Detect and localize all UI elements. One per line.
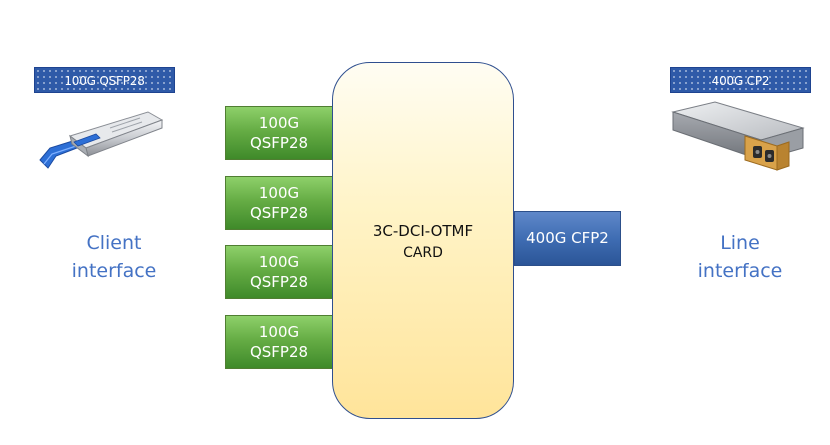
client-port-1: 100G QSFP28	[225, 106, 333, 160]
client-port-4-rate: 100G	[258, 323, 300, 341]
client-port-4: 100G QSFP28	[225, 315, 333, 369]
client-port-3-rate: 100G	[258, 253, 300, 271]
client-port-1-type: QSFP28	[249, 134, 309, 152]
client-interface-label-line1: Client	[86, 232, 142, 254]
qsfp28-transceiver-image	[39, 111, 164, 169]
client-port-4-type: QSFP28	[249, 343, 309, 361]
line-interface-label-line1: Line	[720, 232, 760, 254]
client-interface-label: Client interface	[44, 229, 184, 285]
line-interface-label-line2: interface	[697, 260, 783, 282]
client-port-1-rate: 100G	[258, 114, 300, 132]
client-port-2: 100G QSFP28	[225, 176, 333, 230]
line-interface-label: Line interface	[670, 229, 810, 285]
client-port-3: 100G QSFP28	[225, 245, 333, 299]
client-port-3-type: QSFP28	[249, 273, 309, 291]
client-port-2-rate: 100G	[258, 184, 300, 202]
card-title: 3C-DCI-OTMF	[372, 222, 474, 240]
client-interface-label-line2: interface	[71, 260, 157, 282]
client-module-banner: 100G QSFP28	[34, 67, 175, 93]
line-port: 400G CFP2	[514, 211, 621, 266]
dci-otmf-card: 3C-DCI-OTMF CARD	[332, 62, 514, 419]
line-module-banner: 400G CP2	[670, 67, 811, 93]
client-port-2-type: QSFP28	[249, 204, 309, 222]
cfp2-transceiver-image	[671, 101, 805, 171]
card-subtitle: CARD	[403, 245, 443, 261]
